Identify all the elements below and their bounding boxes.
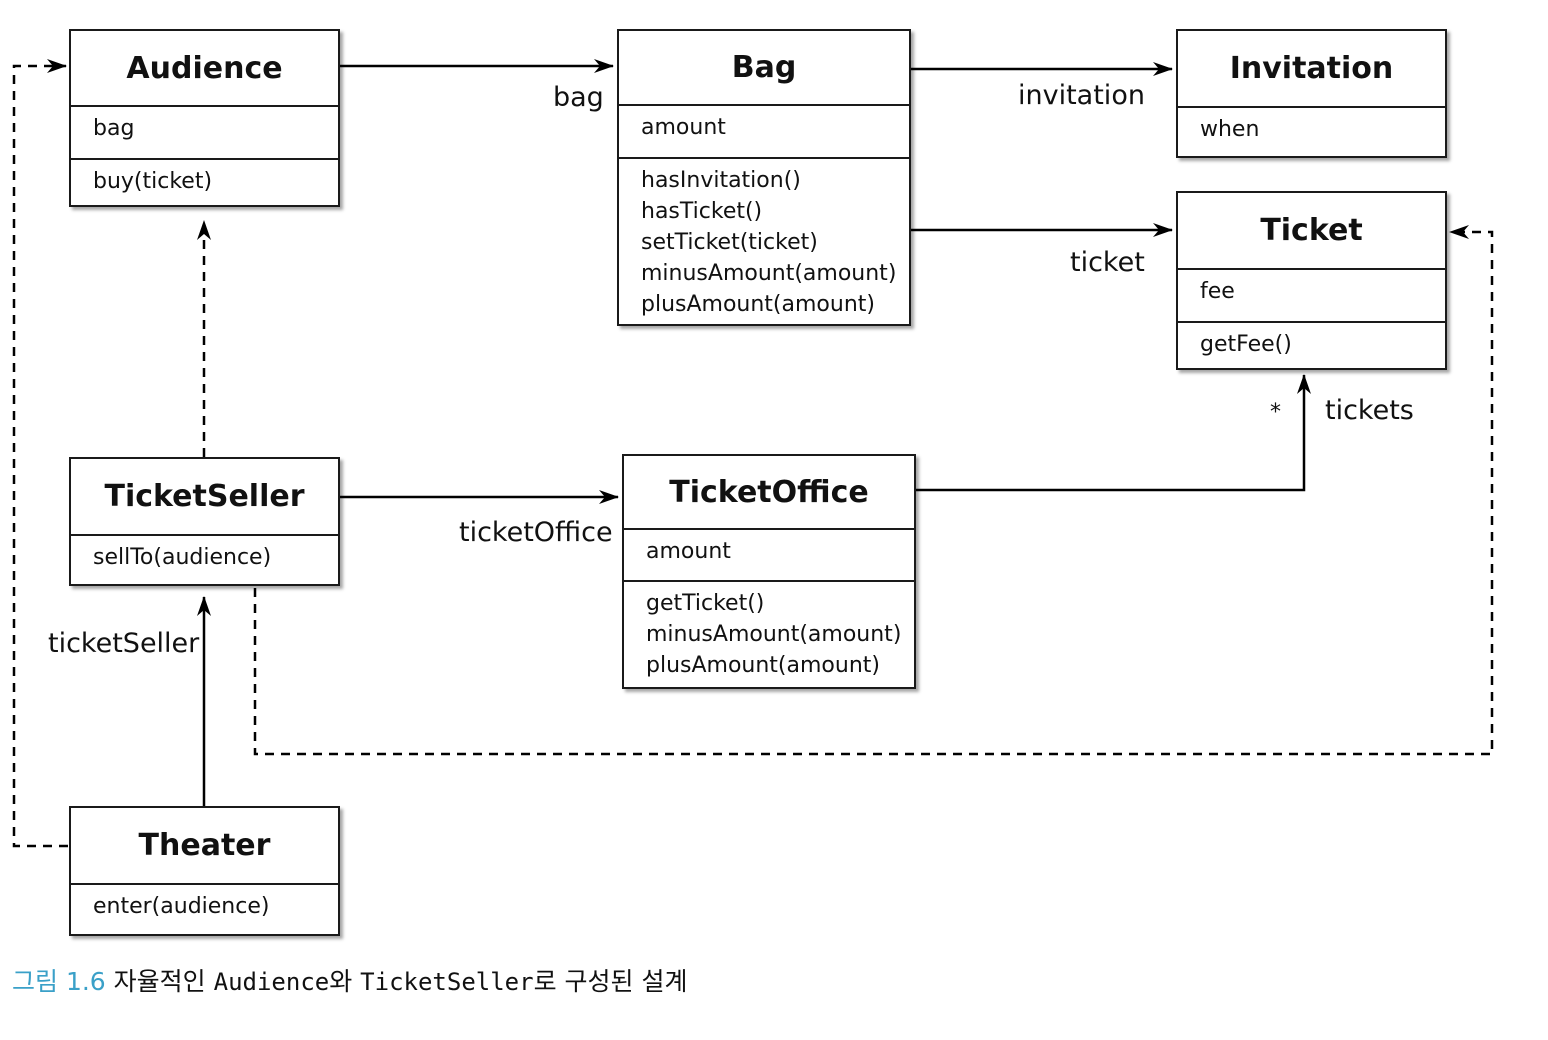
figure-number: 그림 1.6 (12, 967, 106, 996)
method: sellTo(audience) (93, 545, 272, 570)
methods: getTicket() minusAmount(amount) plusAmou… (624, 580, 914, 687)
method: getFee() (1200, 332, 1292, 357)
edge-label-ticketoffice: ticketOffice (459, 517, 613, 548)
class-name: Invitation (1178, 31, 1445, 108)
class-invitation: Invitation when (1176, 29, 1447, 158)
method: plusAmount(amount) (641, 292, 875, 317)
figure-caption: 그림 1.6 자율적인 Audience와 TicketSeller로 구성된 … (12, 962, 687, 998)
attributes: bag (71, 107, 338, 158)
caption-text: 자율적인 (105, 967, 214, 996)
edge-ticketoffice-ticket (916, 374, 1311, 492)
caption-code: Audience (213, 968, 330, 996)
class-name: Ticket (1178, 193, 1445, 270)
attribute: fee (1200, 279, 1235, 304)
class-ticketoffice: TicketOffice amount getTicket() minusAmo… (622, 454, 916, 689)
methods: getFee() (1178, 321, 1445, 368)
method: getTicket() (646, 591, 765, 616)
attributes: fee (1178, 270, 1445, 321)
edge-label-invitation: invitation (1018, 80, 1145, 111)
method: enter(audience) (93, 894, 270, 919)
class-name: TicketOffice (624, 456, 914, 530)
class-bag: Bag amount hasInvitation() hasTicket() s… (617, 29, 911, 326)
method: buy(ticket) (93, 169, 213, 194)
method: hasInvitation() (641, 168, 801, 193)
edge-ticketseller-ticket-dependency (253, 225, 1494, 756)
attributes: amount (619, 106, 909, 157)
attribute: when (1200, 117, 1260, 142)
class-name: Bag (619, 31, 909, 106)
class-name: Audience (71, 31, 338, 107)
method: minusAmount(amount) (646, 622, 902, 647)
class-audience: Audience bag buy(ticket) (69, 29, 340, 207)
class-name: TicketSeller (71, 459, 338, 536)
method: plusAmount(amount) (646, 653, 880, 678)
class-name: Theater (71, 808, 338, 885)
caption-code: TicketSeller (360, 968, 534, 996)
edge-label-ticket: ticket (1070, 247, 1145, 278)
multiplicity-tickets: * (1270, 400, 1281, 425)
caption-text: 와 (329, 967, 361, 996)
edge-theater-audience-dependency (12, 59, 68, 848)
attribute: amount (641, 115, 726, 140)
methods: enter(audience) (71, 885, 338, 934)
class-ticket: Ticket fee getFee() (1176, 191, 1447, 370)
caption-text: 로 구성된 설계 (533, 967, 688, 996)
edge-label-tickets: tickets (1325, 395, 1414, 426)
class-ticketseller: TicketSeller sellTo(audience) (69, 457, 340, 586)
edge-label-bag: bag (553, 82, 604, 113)
attributes: when (1178, 108, 1445, 156)
attribute: amount (646, 539, 731, 564)
methods: sellTo(audience) (71, 536, 338, 584)
method: setTicket(ticket) (641, 230, 818, 255)
class-theater: Theater enter(audience) (69, 806, 340, 936)
connectors (12, 59, 1494, 848)
method: minusAmount(amount) (641, 261, 897, 286)
attribute: bag (93, 116, 135, 141)
attributes: amount (624, 530, 914, 580)
edge-label-ticketseller: ticketSeller (48, 628, 200, 659)
methods: hasInvitation() hasTicket() setTicket(ti… (619, 157, 909, 324)
methods: buy(ticket) (71, 158, 338, 205)
class-diagram: Audience bag buy(ticket) Bag amount hasI… (12, 29, 1494, 936)
method: hasTicket() (641, 199, 763, 224)
